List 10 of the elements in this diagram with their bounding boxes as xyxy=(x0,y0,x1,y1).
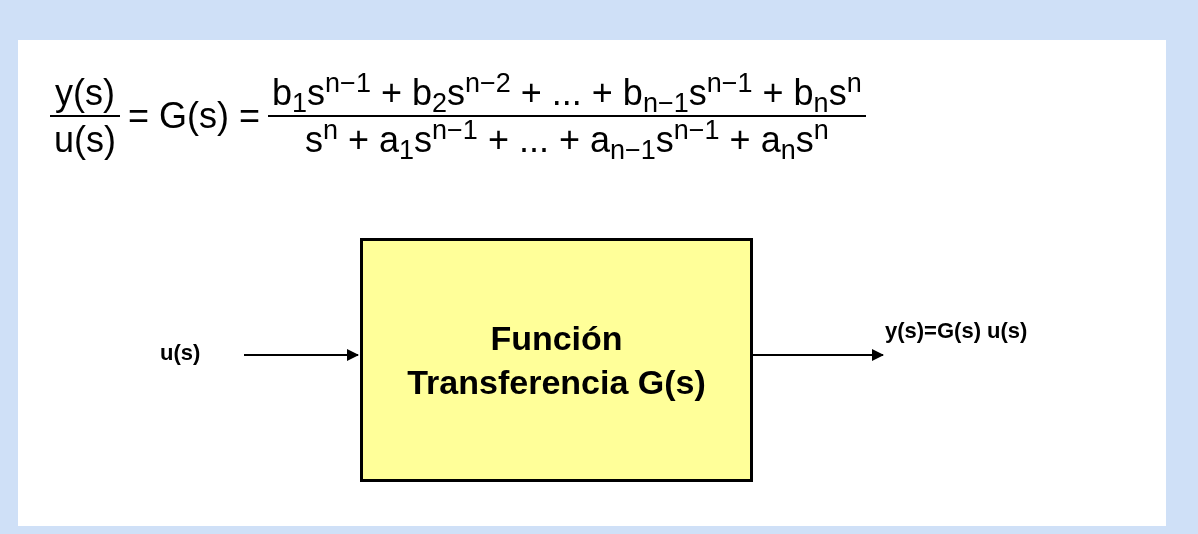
process-box: Función Transferencia G(s) xyxy=(360,238,753,482)
formula-text: = G(s) = xyxy=(128,94,261,138)
signal-label: u(s) xyxy=(160,336,244,372)
formula-numerator: y(s) xyxy=(54,71,116,115)
formula-denominator: u(s) xyxy=(53,118,117,162)
formula-numerator: b$_{1}$s$^{n−1}$ + b$_{2}$s$^{n−2}$ + ... + b$_{n−1}$s$^{n−1}$ + b$_{n}$s$^{n}$ xyxy=(271,70,863,115)
signal-label: y(s)=G(s) u(s) xyxy=(885,314,1105,360)
arrow xyxy=(243,349,359,361)
formula-denominator: s$^{n}$ + a$_{1}$s$^{n−1}$ + ... + a$_{n−1}$s$^{n−1}$ + a$_{n}$s$^{n}$ xyxy=(303,117,830,162)
arrow xyxy=(752,349,884,361)
